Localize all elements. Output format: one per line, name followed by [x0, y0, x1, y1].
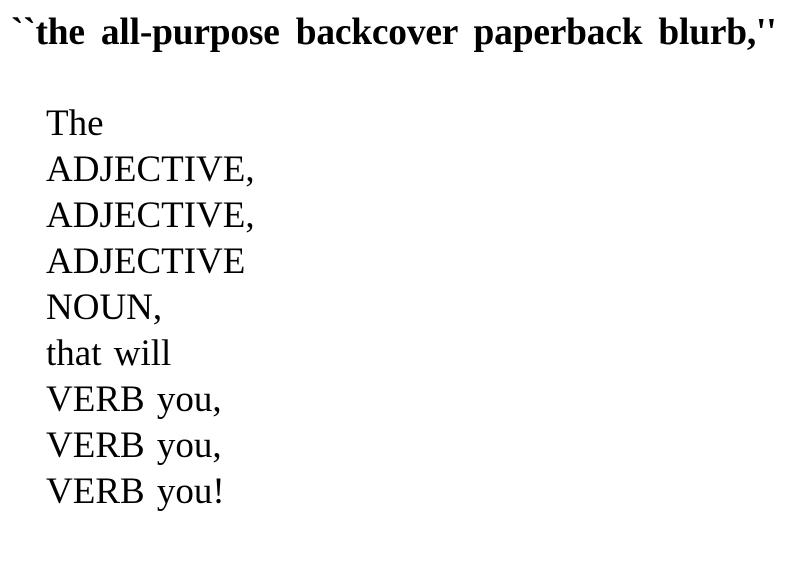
poem-line: ADJECTIVE,	[46, 195, 255, 236]
headline-quoted-title: ``the all-purpose backcover paperback bl…	[11, 11, 777, 53]
poem-line: VERB you,	[46, 425, 222, 466]
poem-line: VERB you!	[46, 471, 225, 512]
poem-line: that will	[46, 333, 172, 374]
poem-line: The	[46, 103, 104, 144]
poem-line: VERB you,	[46, 379, 222, 420]
poem-line: ADJECTIVE	[46, 241, 246, 282]
poem-line: NOUN,	[46, 287, 163, 328]
poem-line: ADJECTIVE,	[46, 149, 255, 190]
poem-body-block: The ADJECTIVE, ADJECTIVE, ADJECTIVE NOUN…	[46, 101, 746, 515]
